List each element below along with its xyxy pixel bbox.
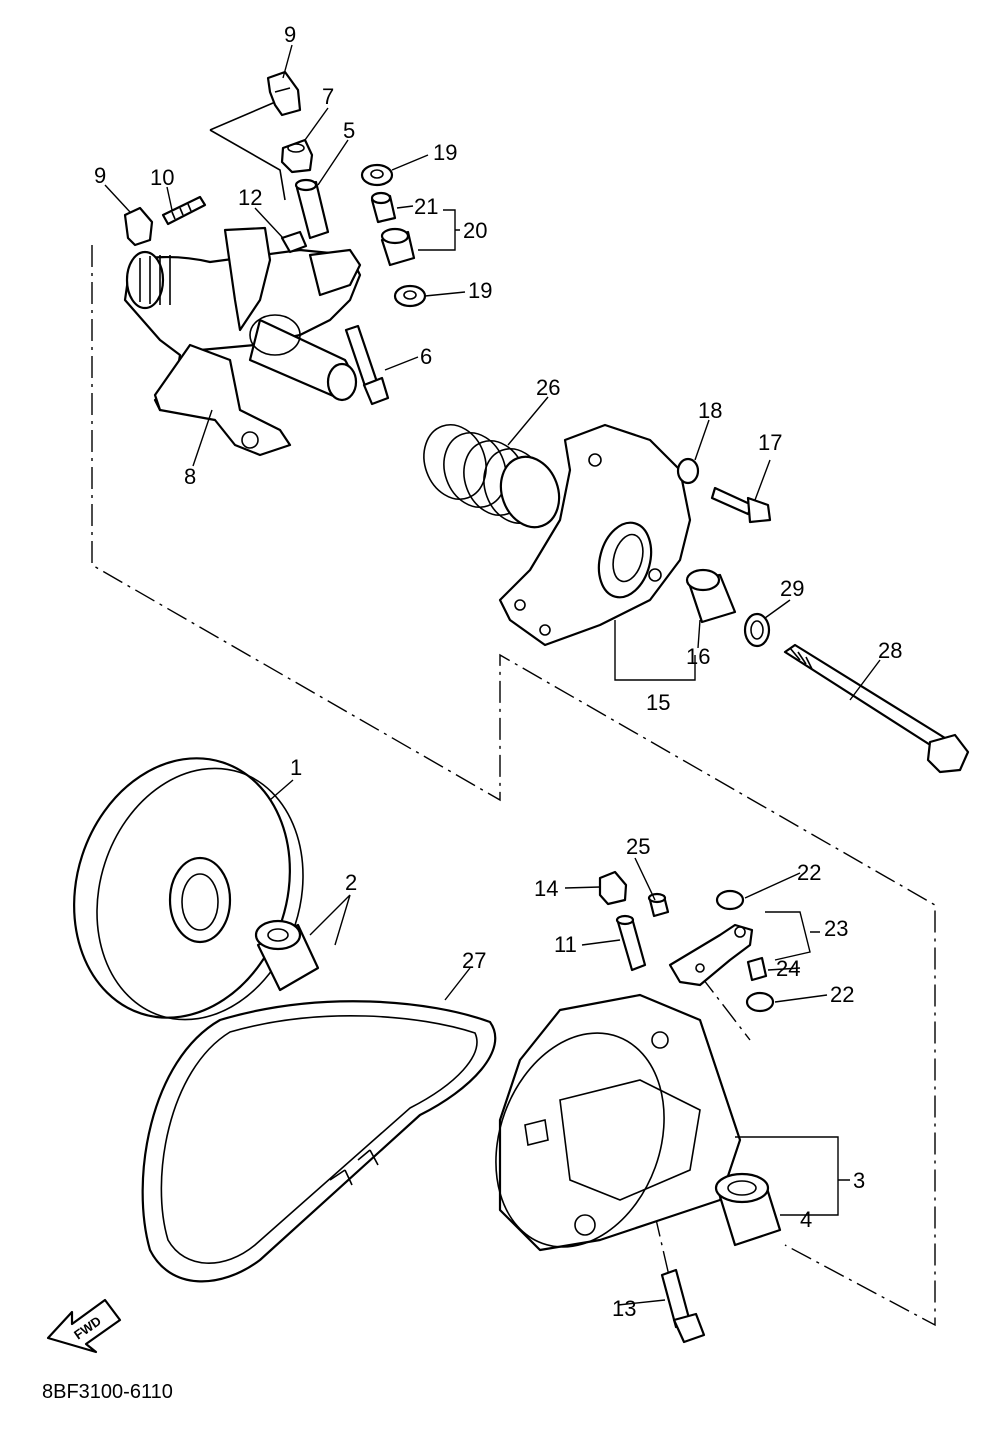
movable-sheave-part-3 [495, 993, 742, 1252]
nut-part-14 [598, 870, 628, 906]
washer-part-22-lower [745, 991, 775, 1013]
assembly-reference-lines [91, 99, 936, 1327]
pin-part-25 [647, 892, 670, 918]
callout-1: 1 [290, 755, 302, 780]
callout-9-left: 9 [94, 163, 106, 188]
callout-22-upper: 22 [797, 860, 821, 885]
bushing-part-4 [714, 1172, 782, 1247]
callout-3: 3 [853, 1168, 865, 1193]
washer-part-22-upper [715, 889, 745, 911]
pin-part-10 [161, 195, 207, 226]
forward-arrow-icon: FWD [46, 1298, 122, 1354]
callout-2: 2 [345, 870, 357, 895]
bolt-part-6 [344, 324, 390, 406]
bolt-part-17 [710, 486, 772, 524]
cover-part-15 [498, 423, 692, 647]
plug-part-12 [280, 230, 308, 254]
bolt-part-28 [783, 643, 970, 774]
nut-part-7 [280, 138, 314, 174]
bushing-part-20 [380, 227, 416, 267]
fixed-sheave-part-1 [73, 757, 304, 1021]
callout-labels: 9 7 5 19 9 10 12 21 20 19 6 26 18 17 8 2… [94, 22, 902, 1321]
callout-12: 12 [238, 185, 262, 210]
callout-10: 10 [150, 165, 174, 190]
callout-8: 8 [184, 464, 196, 489]
collar-part-21 [370, 191, 397, 224]
callout-20: 20 [463, 218, 487, 243]
pin-part-5 [294, 178, 330, 240]
callout-25: 25 [626, 834, 650, 859]
callout-26: 26 [536, 375, 560, 400]
bolt-part-13 [660, 1268, 706, 1344]
bushing-part-16 [685, 568, 737, 624]
slider-part-9-left [123, 206, 154, 247]
collar-part-24 [746, 956, 768, 982]
callout-19-upper: 19 [433, 140, 457, 165]
collar-part-2 [254, 919, 320, 992]
callout-19-lower: 19 [468, 278, 492, 303]
callout-16: 16 [686, 644, 710, 669]
callout-17: 17 [758, 430, 782, 455]
callout-13: 13 [612, 1296, 636, 1321]
slider-part-9-top [266, 70, 302, 117]
washer-part-18 [676, 457, 700, 485]
washer-part-19-upper [360, 163, 394, 187]
spring-part-26 [423, 424, 561, 529]
washer-part-19-lower [393, 284, 427, 308]
weight-arm-part-23 [668, 923, 754, 987]
callout-6: 6 [420, 344, 432, 369]
callout-27: 27 [462, 948, 486, 973]
callout-14: 14 [534, 876, 558, 901]
pin-part-11 [615, 914, 647, 972]
sliding-sheave-part-8 [123, 226, 362, 457]
callout-5: 5 [343, 118, 355, 143]
ring-part-29 [743, 612, 771, 648]
callout-11: 11 [554, 932, 577, 957]
callout-29: 29 [780, 576, 804, 601]
drive-belt-part-27 [141, 1000, 497, 1283]
callout-23: 23 [824, 916, 848, 941]
callout-7: 7 [322, 84, 334, 109]
callout-21: 21 [414, 194, 438, 219]
callout-15: 15 [646, 690, 670, 715]
callout-22-lower: 22 [830, 982, 854, 1007]
callout-4: 4 [800, 1207, 812, 1232]
callout-28: 28 [878, 638, 902, 663]
callout-24: 24 [776, 956, 800, 981]
diagram-part-code: 8BF3100-6110 [42, 1381, 173, 1403]
leader-lines [104, 44, 881, 1306]
callout-18: 18 [698, 398, 722, 423]
callout-9-top: 9 [284, 22, 296, 47]
